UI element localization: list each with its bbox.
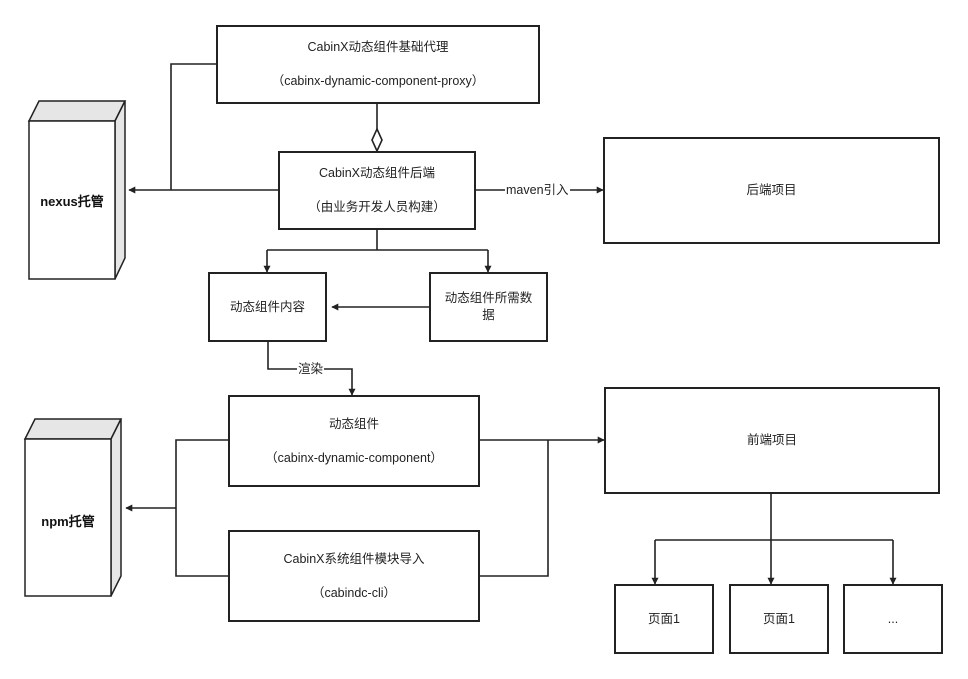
edge-to-npm (126, 439, 228, 577)
system-import-box: CabinX系统组件模块导入 （cabindc-cli） (228, 530, 480, 622)
system-import-title: CabinX系统组件模块导入 (283, 551, 425, 566)
dynamic-component-box: 动态组件 （cabinx-dynamic-component） (228, 395, 480, 487)
page-box-1: 页面1 (614, 584, 714, 654)
backend-component-subtitle: （由业务开发人员构建） (308, 200, 446, 214)
edge-to-frontend (480, 440, 604, 577)
page-box-2: 页面1 (729, 584, 829, 654)
maven-edge-label: maven引入 (505, 182, 570, 198)
render-edge-label: 渲染 (297, 361, 325, 377)
npm-label: npm托管 (41, 514, 95, 529)
edge-split-trunk (267, 230, 488, 251)
nexus-storage-shape (27, 100, 127, 280)
dynamic-component-subtitle: （cabinx-dynamic-component） (265, 450, 443, 465)
proxy-title: CabinX动态组件基础代理 (307, 40, 449, 54)
backend-component-box: CabinX动态组件后端 （由业务开发人员构建） (278, 151, 476, 230)
page-box-more: ... (843, 584, 943, 654)
backend-project-box: 后端项目 (603, 137, 940, 244)
dynamic-component-title: 动态组件 (328, 416, 379, 431)
edge-frontend-trunk (655, 494, 893, 541)
backend-component-title: CabinX动态组件后端 (318, 166, 435, 180)
npm-storage-shape (23, 418, 123, 597)
content-box: 动态组件内容 (208, 272, 327, 342)
system-import-subtitle: （cabindc-cli） (311, 585, 397, 600)
nexus-label: nexus托管 (40, 194, 104, 209)
edge-proxy-to-nexus (170, 63, 216, 190)
frontend-project-box: 前端项目 (604, 387, 940, 494)
proxy-box: CabinX动态组件基础代理 （cabinx-dynamic-component… (216, 25, 540, 104)
data-needed-box: 动态组件所需数 据 (429, 272, 548, 342)
proxy-subtitle: （cabinx-dynamic-component-proxy） (271, 74, 485, 88)
